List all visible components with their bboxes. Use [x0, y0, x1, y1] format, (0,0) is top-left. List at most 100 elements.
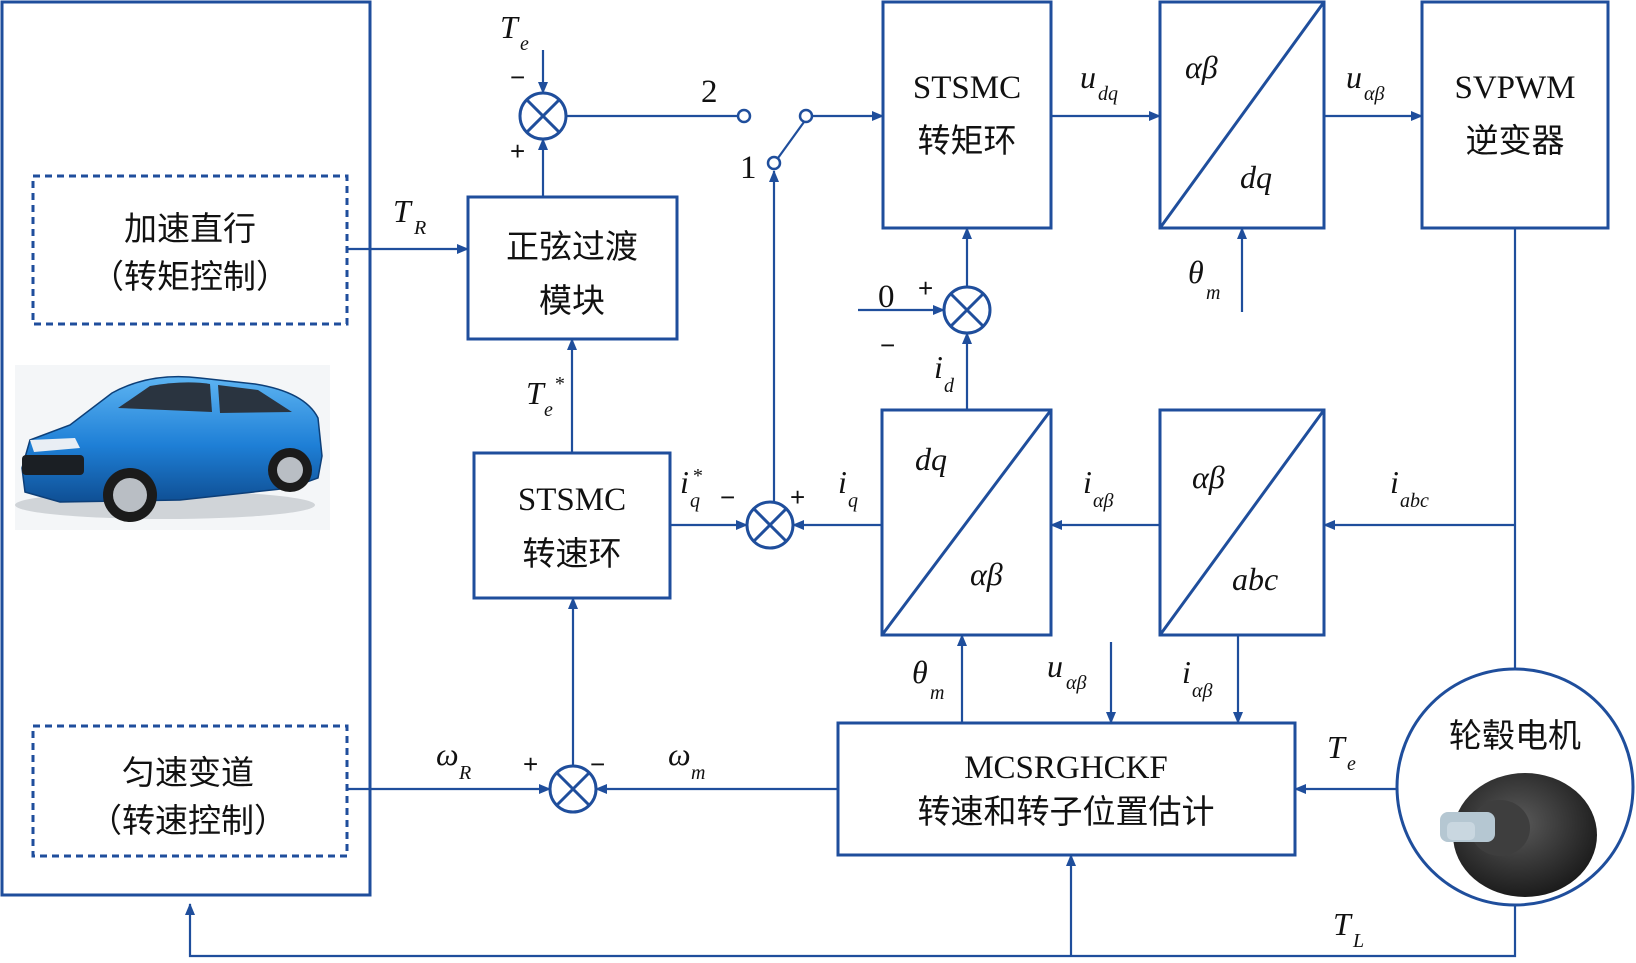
svg-text:e: e: [520, 33, 529, 55]
estimator-block: [836, 721, 1297, 857]
inverse-park-bottom: dq: [1240, 159, 1272, 195]
svg-text:θ: θ: [1188, 254, 1204, 290]
clarke-bottom: abc: [1232, 561, 1278, 597]
label-ualphabeta-bottom: u αβ: [1047, 648, 1086, 694]
lane-label-line2: （转速控制）: [89, 801, 287, 840]
svg-text:ω: ω: [668, 736, 691, 772]
svg-text:u: u: [1080, 59, 1096, 95]
svg-text:q: q: [690, 490, 700, 512]
sum-iq: [745, 500, 795, 550]
label-omegam: ω m: [668, 736, 705, 784]
lane-change-block: [31, 724, 349, 858]
car-image: [15, 365, 330, 530]
inverse-park-top: αβ: [1185, 49, 1218, 85]
svg-text:u: u: [1047, 648, 1063, 684]
estimator-line1: MCSRGHCKF: [964, 750, 1168, 786]
svg-text:m: m: [930, 682, 944, 704]
switch-common: [798, 108, 814, 124]
accel-label-line1: 加速直行: [124, 209, 256, 248]
svg-text:i: i: [838, 464, 847, 500]
svg-text:i: i: [1182, 654, 1191, 690]
svg-text:T: T: [393, 193, 413, 229]
svg-text:e: e: [544, 399, 553, 421]
svg-text:ω: ω: [436, 736, 459, 772]
svg-text:dq: dq: [1098, 83, 1118, 105]
svg-text:θ: θ: [912, 654, 928, 690]
svg-text:αβ: αβ: [1066, 672, 1086, 694]
label-ialphabeta-mid: i αβ: [1083, 464, 1113, 512]
sign-iq-plus: +: [790, 482, 805, 512]
sign-te-minus: −: [510, 62, 525, 92]
accel-straight-block: [31, 174, 349, 326]
svg-text:T: T: [1333, 906, 1353, 942]
label-udq: u dq: [1080, 59, 1118, 105]
sine-transition-block: [466, 195, 679, 341]
stsmc-torque-block: [881, 0, 1053, 230]
svg-text:T: T: [1327, 729, 1347, 765]
switch-blade[interactable]: [777, 121, 805, 159]
sine-label-line2: 模块: [539, 281, 605, 320]
svg-text:*: *: [692, 465, 702, 487]
label-iq-star: i q *: [680, 464, 702, 512]
sign-te-plus: +: [510, 136, 525, 166]
label-ialphabeta-bottom: i αβ: [1182, 654, 1212, 702]
svg-text:q: q: [848, 490, 858, 512]
stsmc-speed-block: [472, 451, 672, 600]
svg-text:T: T: [500, 9, 520, 45]
svg-text:αβ: αβ: [1364, 83, 1384, 105]
svg-text:m: m: [1206, 282, 1220, 304]
label-iq: i q: [838, 464, 858, 512]
label-Te-star: T e *: [526, 373, 564, 421]
svg-text:abc: abc: [1400, 490, 1429, 512]
svg-text:m: m: [691, 762, 705, 784]
svg-text:i: i: [934, 349, 943, 385]
speed-ctrl-line1: STSMC: [518, 482, 626, 518]
label-Te-top: T e: [500, 9, 529, 55]
sign-w-minus: −: [590, 749, 605, 779]
svg-text:R: R: [413, 217, 426, 239]
speed-ctrl-line2: 转速环: [523, 534, 622, 573]
svpwm-line1: SVPWM: [1454, 70, 1575, 106]
sign-id-plus: +: [918, 273, 933, 303]
label-Te-motor: T e: [1327, 729, 1356, 775]
accel-label-line2: （转矩控制）: [91, 257, 289, 296]
lane-label-line1: 匀速变道: [122, 753, 254, 792]
switch-label-1: 1: [740, 150, 757, 186]
svg-text:L: L: [1352, 930, 1364, 952]
svg-text:T: T: [526, 375, 546, 411]
label-zero-ref: 0: [878, 279, 895, 315]
svg-text:i: i: [680, 464, 689, 500]
svg-text:i: i: [1390, 464, 1399, 500]
svpwm-line2: 逆变器: [1466, 121, 1565, 160]
svg-text:d: d: [944, 375, 955, 397]
sine-label-line1: 正弦过渡: [506, 227, 638, 266]
label-ualphabeta-top: u αβ: [1346, 59, 1384, 105]
switch-terminal-1: [766, 155, 782, 171]
sum-id: [942, 285, 992, 335]
sign-iq-minus: −: [720, 482, 735, 512]
label-id: i d: [934, 349, 955, 397]
sum-torque-ref: [518, 91, 568, 141]
clarke-top: αβ: [1192, 459, 1225, 495]
hub-motor-image: [1440, 773, 1597, 897]
svg-text:αβ: αβ: [1093, 490, 1113, 512]
torque-ctrl-line2: 转矩环: [918, 121, 1017, 160]
svg-text:u: u: [1346, 59, 1362, 95]
svg-text:R: R: [458, 762, 471, 784]
svg-text:i: i: [1083, 464, 1092, 500]
svg-text:αβ: αβ: [1192, 680, 1212, 702]
label-theta-top: θ m: [1188, 254, 1220, 304]
park-top: dq: [915, 441, 947, 477]
park-bottom: αβ: [970, 556, 1003, 592]
label-omegaR: ω R: [436, 736, 471, 784]
label-TR: T R: [393, 193, 426, 239]
switch-label-2: 2: [701, 74, 718, 110]
sign-w-plus: +: [523, 749, 538, 779]
motor-label: 轮毂电机: [1449, 716, 1581, 755]
label-iabc: i abc: [1390, 464, 1429, 512]
switch-terminal-2: [736, 108, 752, 124]
svpwm-inverter-block: [1420, 0, 1610, 230]
label-TL: T L: [1333, 906, 1364, 952]
svg-text:*: *: [554, 373, 564, 395]
